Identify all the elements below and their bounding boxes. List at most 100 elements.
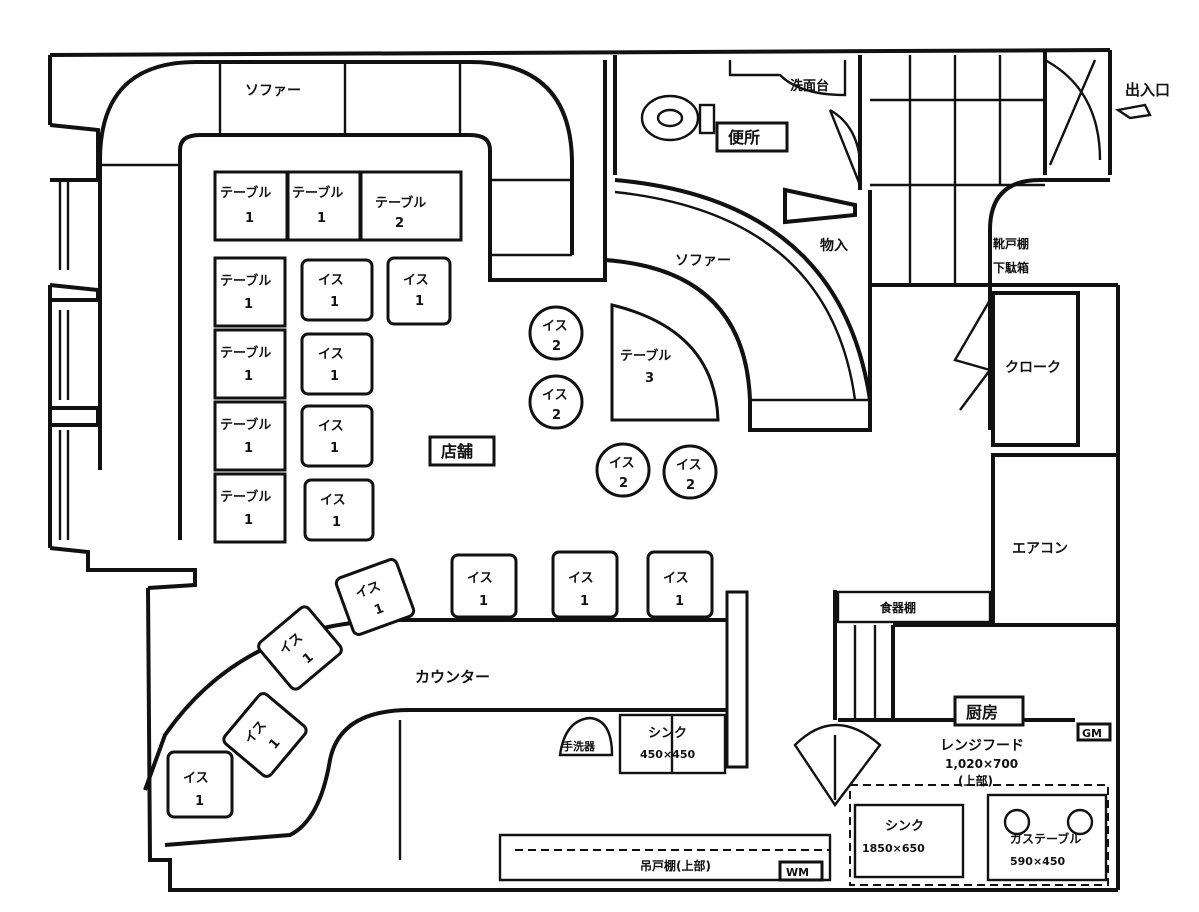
bottom-cabinet-label: 吊戸棚(上部) [640,858,711,873]
svg-text:イス: イス [609,456,635,471]
svg-text:2: 2 [619,476,628,491]
svg-text:1: 1 [580,594,589,609]
gm-box [1076,722,1112,742]
entrance-area [870,50,1118,430]
svg-text:イス: イス [663,571,689,586]
shop-label-box [428,435,496,467]
washstand-label: 洗面台 [790,78,829,94]
svg-text:1: 1 [244,441,253,456]
cloak-label: クローク [1005,360,1061,376]
shop-label: 店舗 [441,442,473,461]
sink-kitchen-size: 1850×650 [862,842,925,855]
curved-sofa [604,178,872,432]
svg-text:イス: イス [318,419,344,434]
shoe-top-label: 靴戸棚 [993,236,1029,251]
storage-label: 物入 [820,237,848,254]
table-top-1: テーブル 1 [213,170,289,242]
toilet-room [613,55,862,190]
svg-text:テーブル: テーブル [220,185,271,201]
svg-text:1: 1 [415,294,424,309]
wm-box [778,860,824,882]
svg-text:2: 2 [686,478,695,493]
svg-text:1: 1 [330,441,339,456]
chair-square: イス 1 [646,550,714,619]
aircon-label: エアコン [1012,541,1068,557]
svg-text:1: 1 [244,513,253,528]
svg-text:イス: イス [467,571,493,586]
chair-round: イス 2 [528,374,584,430]
svg-text:1: 1 [195,794,204,809]
svg-text:2: 2 [552,339,561,354]
chair-round: イス 2 [662,444,718,500]
burner-icon [1003,808,1031,836]
pantry-area [833,590,1118,720]
chair-rotated: イス 1 [222,692,308,778]
svg-text:1: 1 [330,369,339,384]
range-hood-label: レンジフード [940,738,1024,754]
svg-text:イス: イス [403,273,429,288]
gas-table-label: ガステーブル [1010,831,1081,846]
svg-text:テーブル: テーブル [375,195,426,211]
sink-counter-size: 450×450 [640,748,695,761]
sink-counter-label: シンク [648,726,687,741]
cloak-room [953,291,1080,447]
range-hood-note: (上部) [958,773,993,788]
chair-square: イス 1 [300,404,374,468]
chair-round: イス 2 [595,442,651,498]
svg-text:テーブル: テーブル [220,417,271,433]
shoe-label: 下駄箱 [993,260,1029,275]
svg-text:2: 2 [395,216,404,231]
chair-square: イス 1 [303,478,375,542]
svg-text:イス: イス [183,771,209,786]
kitchen-label: 厨房 [966,703,998,722]
sofa-band [98,59,607,540]
gm-label: GM [1082,727,1102,740]
svg-text:1: 1 [244,297,253,312]
svg-text:イス: イス [542,319,568,334]
table-3-quarter: テーブル 3 [610,303,720,422]
chair-square: イス 1 [450,553,518,619]
chair-rotated: イス 1 [257,605,343,691]
svg-text:イス: イス [542,388,568,403]
entrance-label: 出入口 [1125,81,1170,99]
svg-text:テーブル: テーブル [620,348,671,364]
table-top-3: テーブル 2 [359,170,463,242]
table-left-3: テーブル 1 [213,400,287,472]
table-top-2: テーブル 1 [286,170,362,242]
svg-text:1: 1 [675,594,684,609]
aircon-area [991,453,1120,627]
counter-label: カウンター [415,668,490,686]
svg-text:1: 1 [332,515,341,530]
svg-text:テーブル: テーブル [220,273,271,289]
pantry-label: 食器棚 [879,600,916,615]
svg-text:テーブル: テーブル [220,345,271,361]
svg-text:イス: イス [320,493,346,508]
svg-text:1: 1 [244,369,253,384]
hand-wash-shape [558,716,614,757]
svg-text:1: 1 [245,211,254,226]
table-left-2: テーブル 1 [213,328,287,400]
chair-round: イス 2 [528,305,584,361]
chair-square: イス 1 [300,332,374,396]
kitchen-label-box [953,695,1025,727]
svg-text:1: 1 [479,594,488,609]
table-left-1: テーブル 1 [213,256,287,328]
range-hood-size: 1,020×700 [945,757,1018,771]
chair-square: イス 1 [551,550,619,619]
chair-square: イス 1 [300,258,374,322]
sink-kitchen-label: シンク [885,819,924,834]
toilet-label-box [715,121,789,153]
sofa-mid-label: ソファー [675,253,731,269]
svg-text:1: 1 [317,211,326,226]
entrance-arrow [1114,103,1152,120]
svg-text:3: 3 [645,371,654,386]
gas-table-size: 590×450 [1010,855,1065,868]
table-left-4: テーブル 1 [213,472,287,544]
svg-text:イス: イス [318,347,344,362]
wm-label: WM [786,866,809,879]
burner-icon [1066,808,1094,836]
svg-text:イス: イス [676,458,702,473]
left-window [49,178,100,540]
svg-text:イス: イス [568,571,594,586]
